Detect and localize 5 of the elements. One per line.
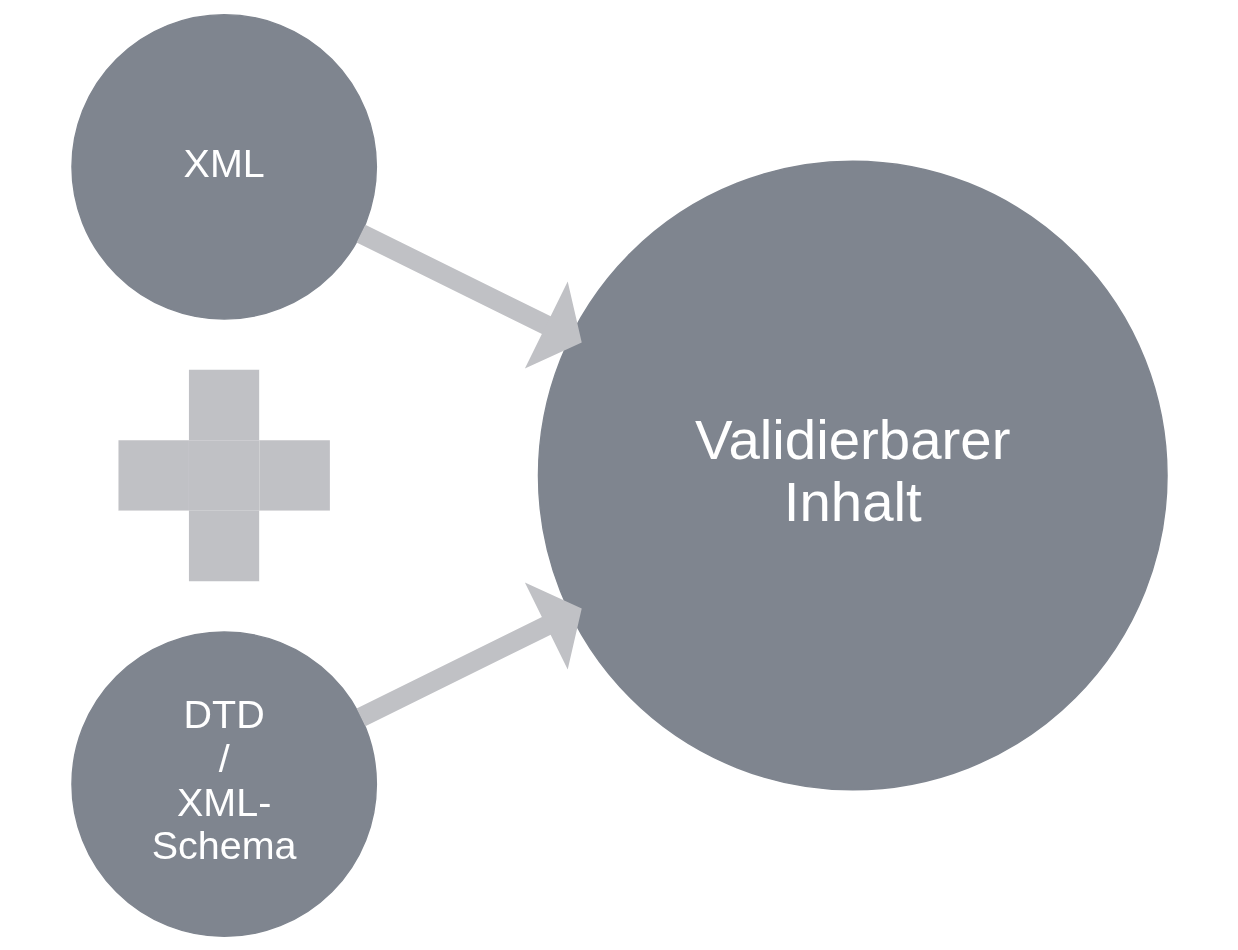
node-circle: Validierbarer Inhalt: [537, 160, 1168, 790]
arrow: [356, 582, 582, 726]
node-circle: XML: [70, 13, 377, 320]
arrow: [356, 224, 582, 368]
node-circle: DTD / XML- Schema: [70, 630, 377, 937]
